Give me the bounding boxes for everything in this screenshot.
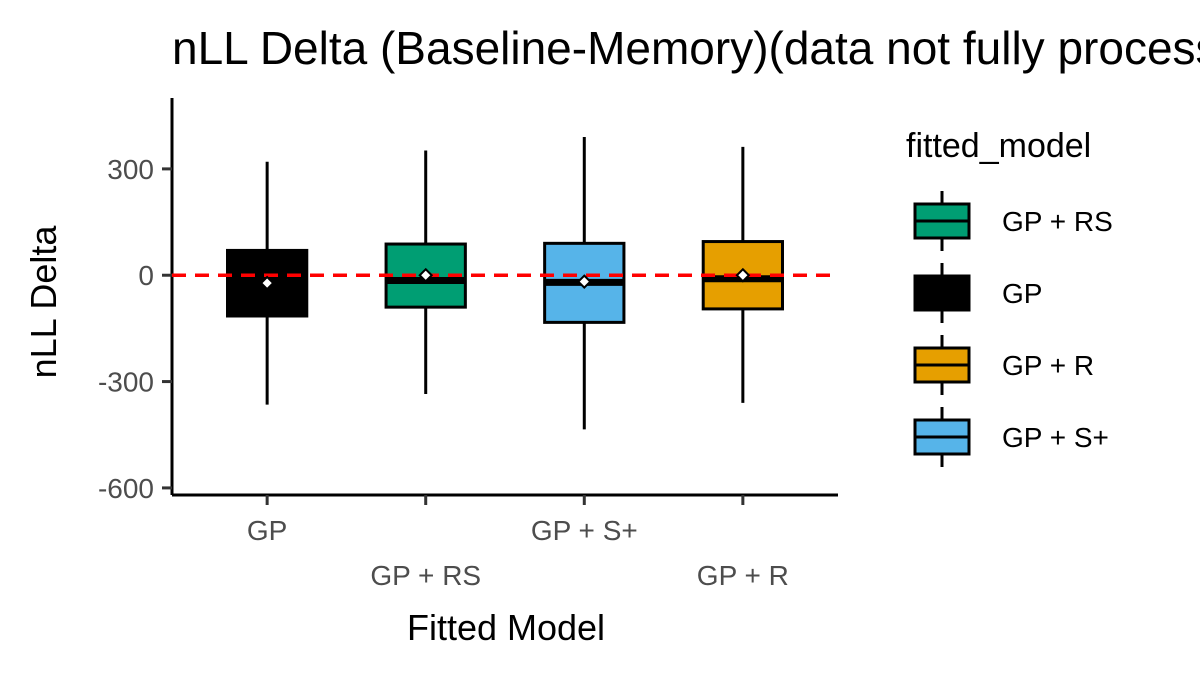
legend-item-gp: GP [913,263,1042,323]
legend: GP + RS GP GP + R GP + S+ [913,191,1113,467]
legend-label: GP + RS [1002,206,1113,237]
chart-title: nLL Delta (Baseline-Memory)(data not ful… [172,22,1200,74]
legend-item-gp-rs: GP + RS [913,191,1113,251]
legend-item-gp-s: GP + S+ [913,407,1109,467]
legend-label: GP + S+ [1002,422,1109,453]
mean-marker-gp [259,275,275,291]
y-axis-title: nLL Delta [23,225,64,379]
mean-marker-gp-s [576,274,592,290]
legend-label: GP + R [1002,350,1094,381]
legend-title: fitted_model [906,127,1091,165]
x-tick-label-gp-r: GP + R [697,560,789,591]
mean-marker-gp-r [735,267,751,283]
y-tick-label: 300 [107,154,154,185]
x-axis-title: Fitted Model [407,607,605,648]
box-gp-s [543,136,626,430]
y-tick-label: -600 [98,473,154,504]
legend-label: GP [1002,278,1042,309]
x-tick-label-gp-rs: GP + RS [370,560,481,591]
y-tick-label: 0 [138,260,154,291]
y-tick-label: -300 [98,367,154,398]
legend-item-gp-r: GP + R [913,335,1094,395]
mean-marker-gp-rs [418,267,434,283]
x-tick-label-gp-s: GP + S+ [531,515,638,546]
x-tick-label-gp: GP [247,515,287,546]
